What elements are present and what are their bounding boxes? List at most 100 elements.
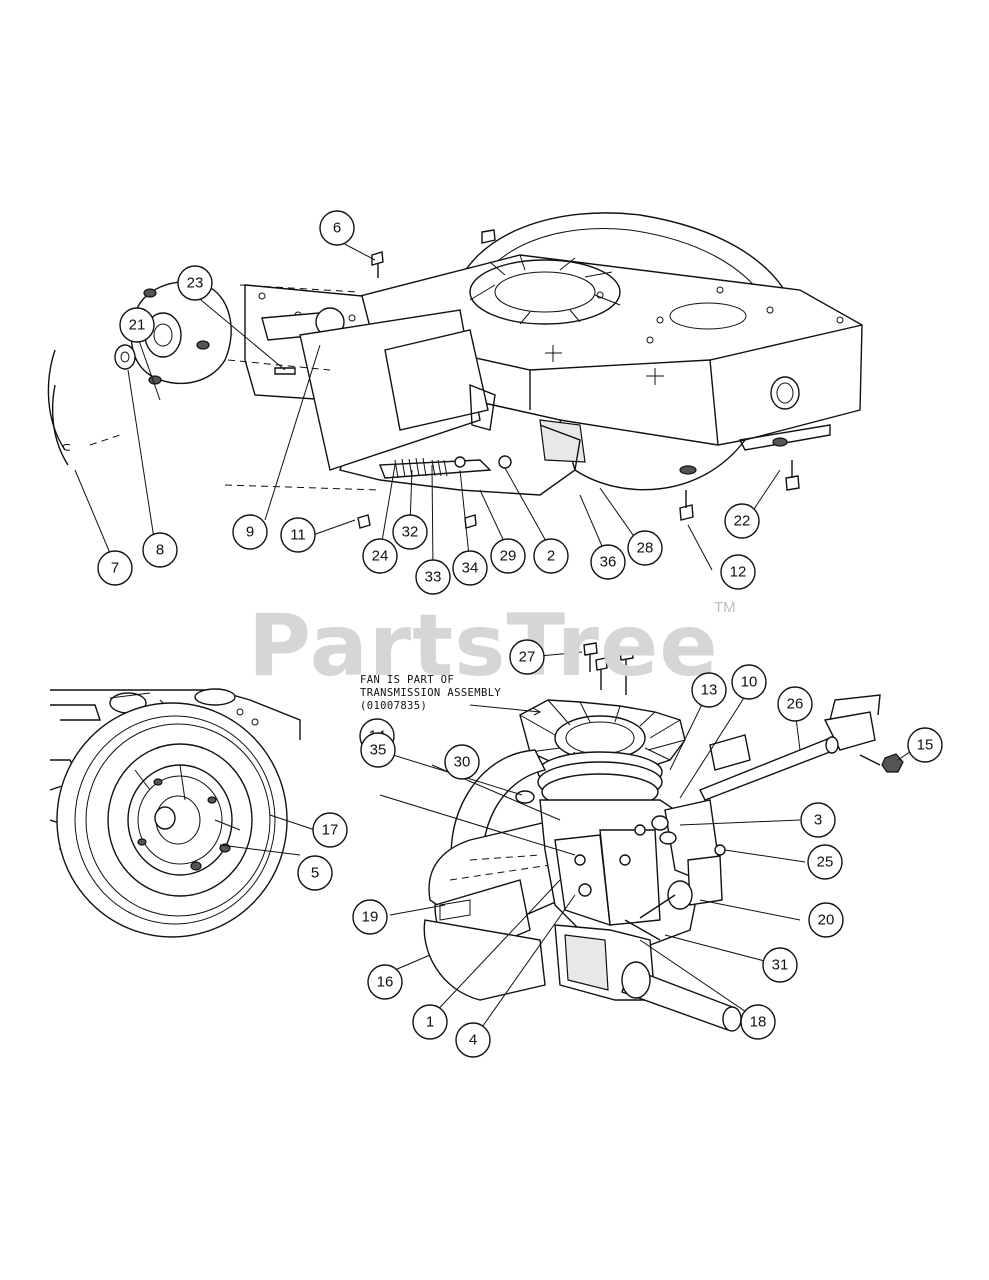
callout-circle (740, 1004, 776, 1040)
transmission-assembly-drawing (423, 642, 904, 1032)
callout-27: 27 (509, 639, 545, 675)
callout-circle (907, 727, 943, 763)
callout-number: 36 (600, 554, 617, 571)
callout-circle (762, 947, 798, 983)
callout-circle (724, 503, 760, 539)
callout-number: 4 (469, 1032, 477, 1049)
callout-circle (232, 514, 268, 550)
callout-21: 21 (119, 307, 155, 343)
callout-number: 11 (290, 527, 306, 544)
callout-circle (280, 517, 316, 553)
callout-number: 10 (741, 674, 758, 691)
callout-circle (360, 732, 396, 768)
callout-circle (808, 902, 844, 938)
callout-circle (627, 530, 663, 566)
callout-number: 9 (246, 524, 254, 541)
callout-3: 3 (800, 802, 836, 838)
callout-5: 5 (297, 855, 333, 891)
watermark: PartsTree TM (248, 596, 736, 696)
callout-circle (352, 899, 388, 935)
callout-number: 24 (372, 548, 389, 565)
callout-20: 20 (808, 902, 844, 938)
callout-number: 19 (362, 909, 379, 926)
callout-number: 21 (129, 317, 146, 334)
callout-4: 4 (455, 1022, 491, 1058)
callout-9: 9 (232, 514, 268, 550)
callout-number: 20 (818, 912, 835, 929)
callout-19: 19 (352, 899, 388, 935)
callout-13: 13 (691, 672, 727, 708)
callout-circle (119, 307, 155, 343)
top-fan (469, 259, 621, 325)
callout-number: 23 (187, 275, 204, 292)
callout-number: 32 (402, 524, 419, 541)
callout-24: 24 (362, 538, 398, 574)
callout-circle (731, 664, 767, 700)
callout-circle (452, 550, 488, 586)
callout-circle (392, 514, 428, 550)
callout-number: 34 (462, 560, 479, 577)
callout-30: 30 (444, 744, 480, 780)
nut (881, 753, 904, 773)
callout-25: 25 (807, 844, 843, 880)
callout-circle (312, 812, 348, 848)
callout-22: 22 (724, 503, 760, 539)
callout-23: 23 (177, 265, 213, 301)
callout-circle (297, 855, 333, 891)
wheel-detail-drawing (49, 688, 301, 938)
callout-31: 31 (762, 947, 798, 983)
callout-number: 29 (500, 548, 517, 565)
callout-10: 10 (731, 664, 767, 700)
callout-33: 33 (415, 559, 451, 595)
callout-number: 6 (333, 220, 341, 237)
callout-circle (509, 639, 545, 675)
callout-circle (319, 210, 355, 246)
callout-34: 34 (452, 550, 488, 586)
note-line-1: FAN IS PART OF (360, 674, 454, 686)
callout-36: 36 (590, 544, 626, 580)
callout-number: 8 (156, 542, 164, 559)
callout-number: 28 (637, 540, 654, 557)
callout-number: 3 (814, 812, 822, 829)
callout-circle (590, 544, 626, 580)
note-line-2: TRANSMISSION ASSEMBLY (360, 687, 501, 699)
callout-circle (177, 265, 213, 301)
callout-18: 18 (740, 1004, 776, 1040)
callout-6: 6 (319, 210, 355, 246)
callout-circle (490, 538, 526, 574)
callout-1: 1 (412, 1004, 448, 1040)
callout-circle (367, 964, 403, 1000)
callout-circle (142, 532, 178, 568)
fan-note: FAN IS PART OF TRANSMISSION ASSEMBLY (01… (360, 674, 501, 712)
callout-35: 35 (360, 732, 396, 768)
callout-circle (97, 550, 133, 586)
callout-number: 26 (787, 696, 804, 713)
callout-8: 8 (142, 532, 178, 568)
callout-number: 7 (111, 560, 119, 577)
callout-number: 27 (519, 649, 536, 666)
callout-26: 26 (777, 686, 813, 722)
callout-number: 12 (730, 564, 747, 581)
callout-number: 1 (426, 1014, 434, 1031)
callout-circle (412, 1004, 448, 1040)
callout-29: 29 (490, 538, 526, 574)
callout-circle (800, 802, 836, 838)
callout-7: 7 (97, 550, 133, 586)
callout-circle (455, 1022, 491, 1058)
callout-circle (444, 744, 480, 780)
callout-number: 31 (772, 957, 789, 974)
callout-16: 16 (367, 964, 403, 1000)
callout-12: 12 (720, 554, 756, 590)
callout-15: 15 (907, 727, 943, 763)
callout-number: 30 (454, 754, 471, 771)
callout-number: 16 (377, 974, 394, 991)
callout-number: 25 (817, 854, 834, 871)
callout-circle (720, 554, 756, 590)
note-line-3: (01007835) (360, 700, 427, 712)
upper-assembly-drawing (47, 212, 863, 529)
callout-32: 32 (392, 514, 428, 550)
callout-circle (415, 559, 451, 595)
callout-number: 18 (750, 1014, 767, 1031)
callout-circle (807, 844, 843, 880)
